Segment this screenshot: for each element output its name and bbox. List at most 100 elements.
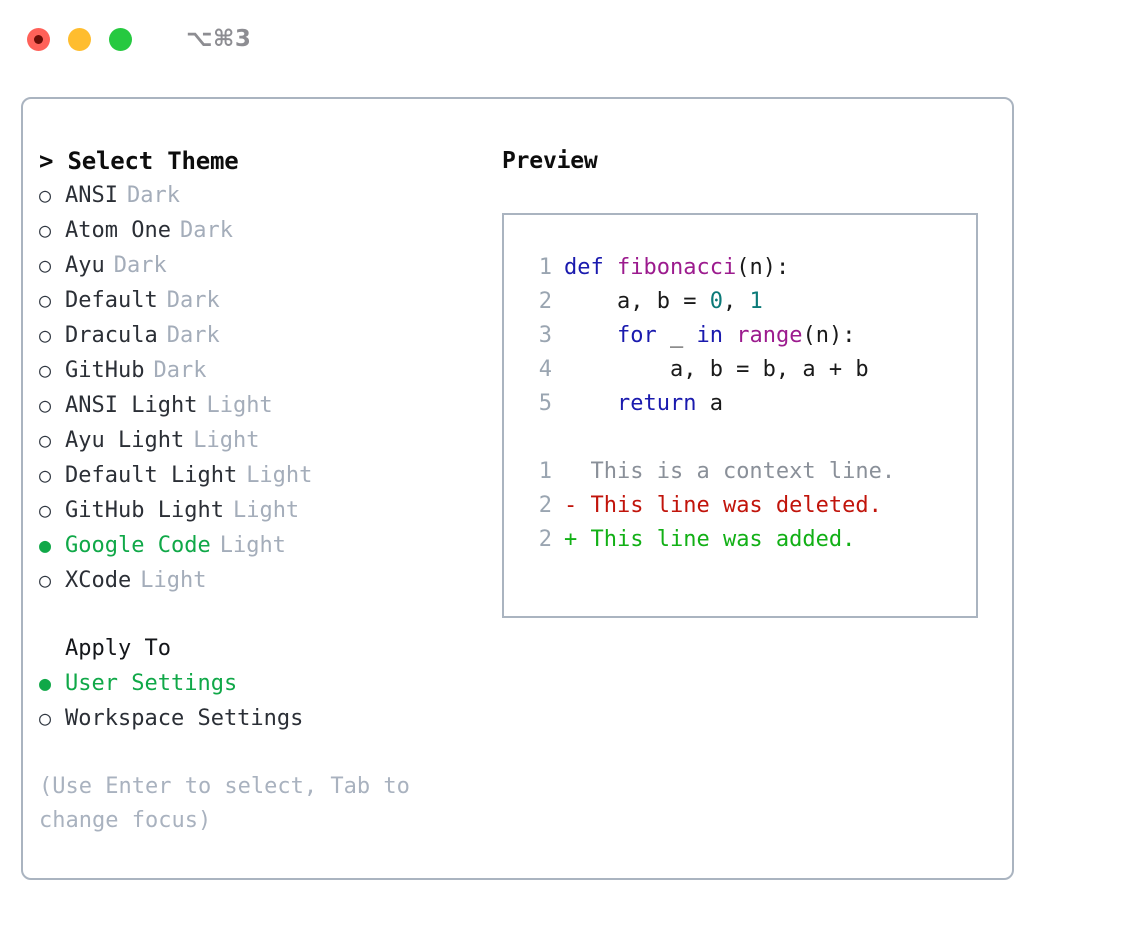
theme-item-ansi[interactable]: ○ ANSI Dark <box>39 178 479 213</box>
theme-name: Ayu Light <box>65 428 185 453</box>
theme-kind-badge: Dark <box>166 288 220 313</box>
title-bar: ⌥⌘3 <box>0 0 1140 78</box>
theme-kind-badge: Light <box>193 428 260 453</box>
diff-line-ctx: 1 This is a context line. <box>518 455 976 489</box>
diff-marker: + <box>564 527 578 552</box>
token-pl <box>723 323 736 348</box>
theme-name: GitHub Light <box>65 498 224 523</box>
token-fn: fibonacci <box>616 255 737 280</box>
spacer <box>39 598 479 632</box>
diff-marker: - <box>564 493 578 518</box>
theme-kind-badge: Light <box>206 393 273 418</box>
token-num: 1 <box>749 289 763 314</box>
token-fn: range <box>736 323 803 348</box>
line-number: 5 <box>538 391 552 416</box>
theme-kind-badge: Dark <box>166 323 220 348</box>
line-number: 1 <box>538 459 552 484</box>
radio-unselected-icon: ○ <box>39 183 52 207</box>
diff-marker <box>564 455 577 489</box>
theme-name: Default <box>65 288 158 313</box>
preview-header: Preview <box>502 148 598 174</box>
theme-name: Atom One <box>65 218 171 243</box>
theme-name: Ayu <box>65 253 105 278</box>
theme-name: ANSI <box>65 183 118 208</box>
theme-name: Default Light <box>65 463 238 488</box>
radio-selected-icon: ● <box>39 533 52 557</box>
radio-unselected-icon: ○ <box>39 358 52 382</box>
radio-unselected-icon: ○ <box>39 706 52 730</box>
apply-to-item-user-settings[interactable]: ● User Settings <box>39 666 479 701</box>
maximize-button[interactable] <box>109 27 132 51</box>
theme-kind-badge: Dark <box>113 253 167 278</box>
diff-sample: 1 This is a context line.2- This line wa… <box>518 455 976 557</box>
radio-unselected-icon: ○ <box>39 288 52 312</box>
keyboard-hint-text: (Use Enter to select, Tab to change focu… <box>39 774 410 833</box>
radio-selected-icon: ● <box>39 671 52 695</box>
theme-name: GitHub <box>65 358 145 383</box>
token-kw: def <box>564 255 617 280</box>
theme-item-default[interactable]: ○ Default Dark <box>39 283 479 318</box>
token-pl <box>564 391 617 416</box>
diff-text: This line was added. <box>577 527 856 552</box>
diff-line-add: 2 + This line was added. <box>518 523 976 557</box>
radio-unselected-icon: ○ <box>39 428 52 452</box>
theme-item-ayu[interactable]: ○ Ayu Dark <box>39 248 479 283</box>
theme-item-atom-one[interactable]: ○ Atom One Dark <box>39 213 479 248</box>
radio-unselected-icon: ○ <box>39 218 52 242</box>
apply-to-label: Apply To <box>65 636 171 661</box>
code-text: a, b = 0, 1 <box>564 285 763 319</box>
token-pl: , <box>722 289 750 314</box>
code-line: 3 for _ in range(n): <box>518 319 976 353</box>
diff-line-del: 2- This line was deleted. <box>518 489 976 523</box>
window-controls <box>27 27 132 51</box>
code-text: a, b = b, a + b <box>564 353 869 387</box>
radio-unselected-icon: ○ <box>39 253 52 277</box>
theme-kind-badge: Dark <box>179 218 233 243</box>
radio-unselected-icon: ○ <box>39 463 52 487</box>
apply-to-item-workspace-settings[interactable]: ○Workspace Settings <box>39 701 479 736</box>
token-pl: a <box>696 391 723 416</box>
line-number: 1 <box>538 255 552 280</box>
radio-unselected-icon: ○ <box>39 498 52 522</box>
select-theme-header: > Select Theme <box>39 147 239 175</box>
code-text: return a <box>564 387 723 421</box>
token-pl: a, b = <box>564 289 710 314</box>
theme-kind-badge: Light <box>246 463 313 488</box>
theme-item-ayu-light[interactable]: ○ Ayu Light Light <box>39 423 479 458</box>
theme-item-default-light[interactable]: ○ Default Light Light <box>39 458 479 493</box>
minimize-button[interactable] <box>68 27 91 51</box>
apply-to-label-text: User Settings <box>65 671 238 696</box>
theme-name: Dracula <box>65 323 158 348</box>
theme-kind-badge: Dark <box>153 358 207 383</box>
token-pl: (n): <box>802 323 856 348</box>
code-line: 2 a, b = 0, 1 <box>518 285 976 319</box>
theme-kind-badge: Light <box>140 568 207 593</box>
token-pl: _ <box>656 323 697 348</box>
close-button[interactable] <box>27 27 50 51</box>
spacer <box>518 421 976 455</box>
line-number: 2 <box>538 527 552 552</box>
theme-kind-badge: Light <box>219 533 286 558</box>
theme-kind-badge: Dark <box>126 183 180 208</box>
line-number: 3 <box>538 323 552 348</box>
line-number: 4 <box>538 357 552 382</box>
token-kw: for <box>616 323 657 348</box>
theme-item-github[interactable]: ○ GitHub Dark <box>39 353 479 388</box>
apply-to-list[interactable]: ● User Settings ○Workspace Settings <box>39 666 479 736</box>
diff-text: This line was deleted. <box>577 493 882 518</box>
line-number: 2 <box>538 289 552 314</box>
radio-unselected-icon: ○ <box>39 393 52 417</box>
